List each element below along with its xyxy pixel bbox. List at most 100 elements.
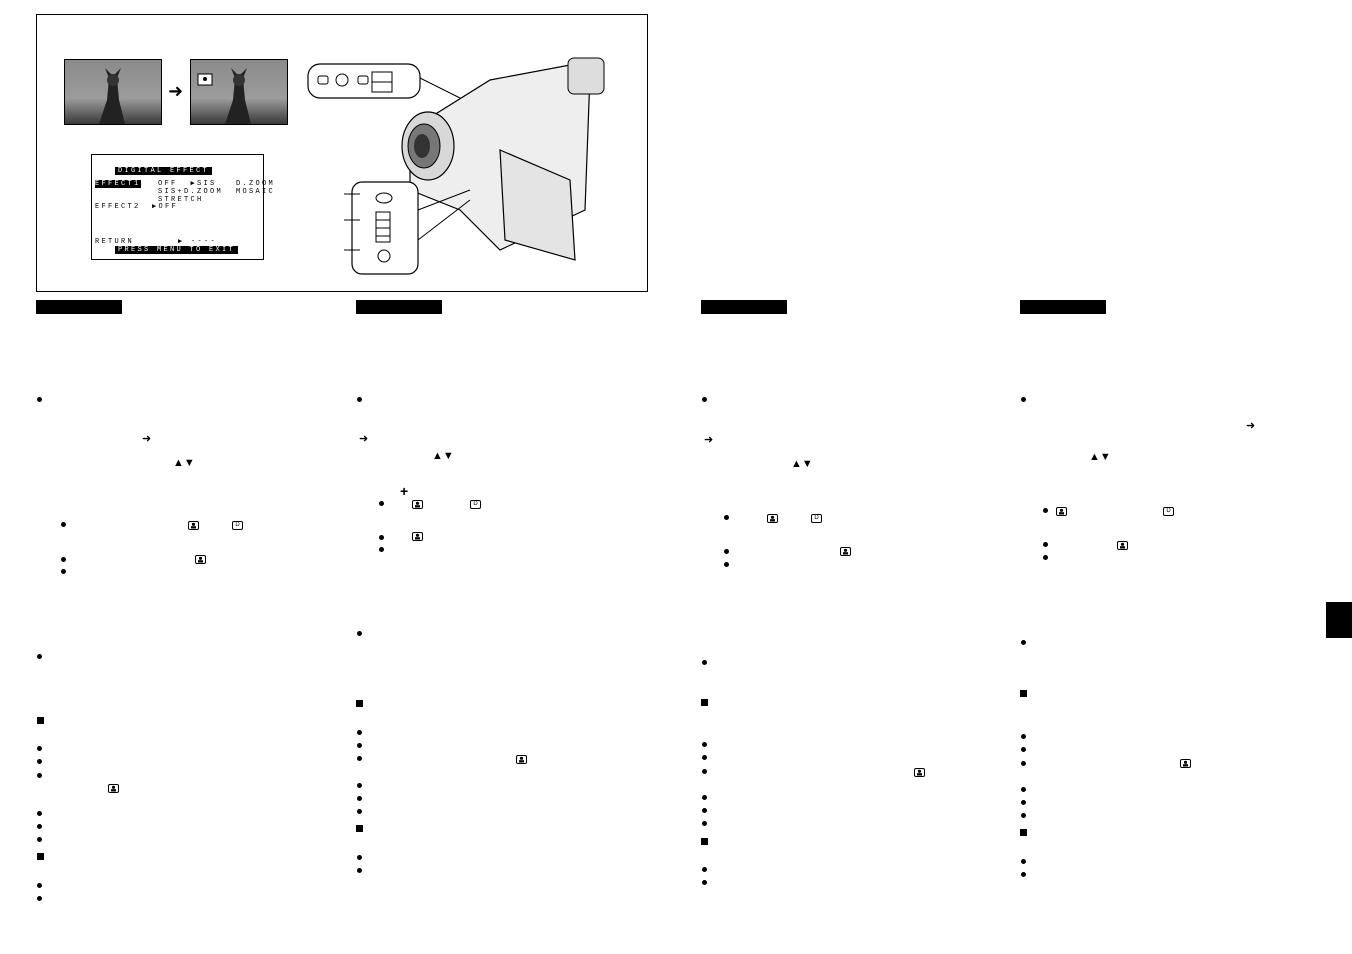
bullet — [357, 855, 362, 860]
section-square-marker — [1020, 829, 1027, 836]
effect1-label: EFFECT1 — [95, 180, 141, 188]
bullet — [1043, 555, 1048, 560]
bullet — [379, 547, 384, 552]
bullet — [379, 501, 384, 506]
arrow-icon: ➜ — [704, 434, 714, 446]
camcorder-illustration — [307, 57, 605, 275]
person-frame-icon — [1117, 541, 1128, 550]
person-frame-icon — [840, 547, 851, 556]
bullet — [1043, 542, 1048, 547]
section-square-marker — [356, 700, 363, 707]
effect1-options-line2: SIS+D.ZOOM MOSAIC — [158, 188, 276, 196]
person-frame-icon — [188, 521, 199, 530]
bullet — [702, 821, 707, 826]
bullet — [357, 756, 362, 761]
arrow-icon: ➜ — [359, 433, 369, 445]
bullet — [724, 562, 729, 567]
bullet — [37, 759, 42, 764]
bullet — [1021, 872, 1026, 877]
up-down-arrows-icon: ▲▼ — [173, 457, 195, 469]
bullet — [357, 868, 362, 873]
section-square-marker — [701, 838, 708, 845]
giraffe-photo-after — [190, 59, 288, 125]
d-icon: D — [470, 500, 481, 509]
section-heading-bar-col1 — [36, 300, 122, 314]
bullet — [702, 742, 707, 747]
bullet — [1021, 859, 1026, 864]
bullet — [61, 557, 66, 562]
person-frame-icon — [1180, 759, 1191, 768]
menu-title: DIGITAL EFFECT — [115, 167, 213, 175]
d-icon: D — [811, 514, 822, 523]
bullet — [37, 654, 42, 659]
bullet — [61, 522, 66, 527]
bullet — [37, 746, 42, 751]
bullet — [702, 397, 707, 402]
bullet — [357, 631, 362, 636]
bullet — [37, 824, 42, 829]
bullet — [357, 743, 362, 748]
giraffe-photo-before — [64, 59, 162, 125]
bullet — [37, 837, 42, 842]
bullet — [357, 397, 362, 402]
bullet — [702, 880, 707, 885]
illustration-frame — [36, 14, 648, 292]
bullet — [37, 896, 42, 901]
person-frame-icon — [516, 755, 527, 764]
arrow-icon: ➜ — [142, 433, 152, 445]
bullet — [357, 730, 362, 735]
menu-footer: PRESS MENU TO EXIT — [115, 246, 239, 254]
bullet — [37, 397, 42, 402]
section-heading-bar-col3 — [701, 300, 787, 314]
up-down-arrows-icon: ▲▼ — [432, 450, 454, 462]
section-square-marker — [701, 699, 708, 706]
bullet — [1021, 800, 1026, 805]
person-frame-icon — [1056, 507, 1067, 516]
plus-icon: + — [400, 483, 409, 499]
bullet — [357, 796, 362, 801]
bullet — [702, 795, 707, 800]
effect2-value: ▶OFF — [152, 203, 179, 211]
person-frame-icon — [767, 514, 778, 523]
bullet — [37, 773, 42, 778]
up-down-arrows-icon: ▲▼ — [791, 458, 813, 470]
bullet — [1021, 813, 1026, 818]
effect2-label: EFFECT2 — [95, 203, 141, 211]
bullet — [357, 809, 362, 814]
bullet — [702, 769, 707, 774]
bullet — [357, 783, 362, 788]
effect1-options-line3: STRETCH — [158, 196, 204, 204]
bullet — [1043, 508, 1048, 513]
bullet — [37, 811, 42, 816]
bullet — [61, 569, 66, 574]
section-square-marker — [1020, 690, 1027, 697]
bullet — [702, 660, 707, 665]
arrow-icon: ➜ — [1246, 420, 1256, 432]
person-frame-icon — [412, 500, 423, 509]
bullet — [724, 549, 729, 554]
effect1-options-line1: OFF ▶SIS D.ZOOM — [158, 180, 276, 188]
bullet — [724, 515, 729, 520]
bullet — [702, 808, 707, 813]
bullet — [379, 535, 384, 540]
return-label: RETURN — [95, 238, 135, 246]
bullet — [1021, 734, 1026, 739]
bullet — [702, 867, 707, 872]
digital-effect-menu-screen: DIGITAL EFFECT EFFECT1 OFF ▶SIS D.ZOOM S… — [91, 154, 273, 260]
section-heading-bar-col2 — [356, 300, 442, 314]
return-value: ▶ ---- — [178, 238, 218, 246]
bullet — [702, 755, 707, 760]
bullet — [1021, 761, 1026, 766]
person-frame-icon — [412, 532, 423, 541]
d-icon: D — [232, 521, 243, 530]
person-frame-icon — [108, 784, 119, 793]
bullet — [1021, 640, 1026, 645]
section-square-marker — [356, 825, 363, 832]
person-frame-icon — [195, 555, 206, 564]
section-square-marker — [37, 717, 44, 724]
person-frame-icon — [914, 768, 925, 777]
section-square-marker — [37, 853, 44, 860]
bullet — [1021, 747, 1026, 752]
page-edge-tab — [1326, 602, 1352, 638]
d-icon: D — [1163, 507, 1174, 516]
